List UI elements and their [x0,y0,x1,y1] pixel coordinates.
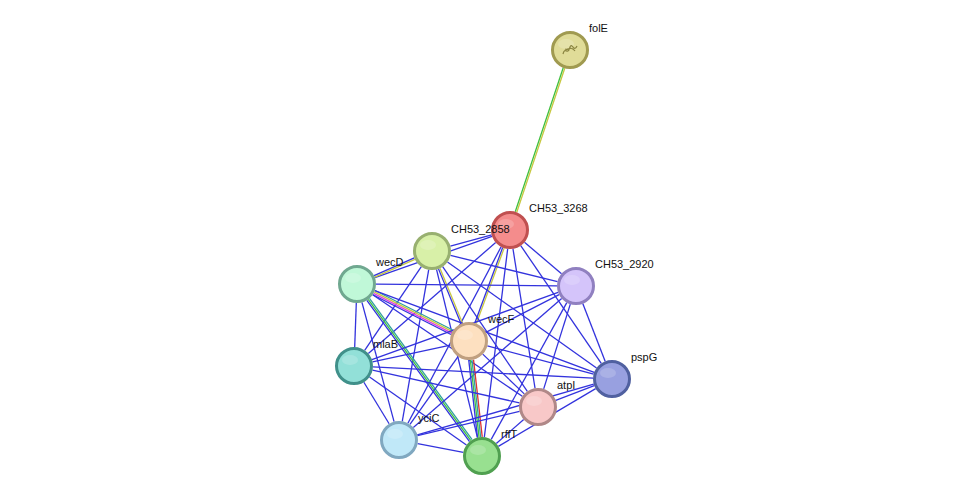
interaction-edge [355,303,357,347]
node-label: wecD [376,256,404,268]
node-label: rffT [501,428,517,440]
evidence-line [515,68,563,212]
node-highlight [338,350,370,382]
evidence-line [521,246,602,364]
interaction-edge [496,420,523,444]
evidence-line [450,255,557,281]
node-highlight [554,34,586,66]
evidence-line [373,370,520,403]
protein-node: rffT [463,437,501,475]
interaction-edge [367,298,472,441]
interaction-edge [373,370,520,403]
node-highlight [416,235,448,267]
node-highlight [522,391,554,423]
protein-node: wecF [450,322,488,360]
node-highlight [596,363,628,395]
evidence-line [376,284,557,286]
interaction-edge [417,384,593,435]
node-label: yciC [418,412,439,424]
evidence-line [408,247,501,423]
interaction-edge [373,290,453,334]
evidence-line [496,420,523,444]
protein-node: folE [551,31,589,69]
node-label: CH53_2858 [451,223,510,235]
evidence-line [524,242,561,273]
interaction-edge [373,367,593,378]
protein-node: yciC [380,421,418,459]
evidence-line [413,298,561,427]
protein-node: wecD [338,265,376,303]
protein-node: pspG [593,360,631,398]
node-label: pspG [631,351,657,363]
node-highlight [453,325,485,357]
evidence-line [486,295,559,333]
interaction-edge [413,298,561,427]
evidence-line [373,295,523,397]
interaction-edge [402,270,428,422]
node-highlight [560,270,592,302]
evidence-line [418,444,464,453]
interaction-edge [450,255,557,281]
interaction-edge [376,284,557,286]
evidence-line [498,389,595,447]
interaction-edge [515,68,565,212]
protein-node: mlaB [335,347,373,385]
evidence-line [517,68,565,212]
interaction-edge [583,304,605,362]
interaction-edge [447,262,596,368]
interaction-edge [410,357,458,425]
evidence-line [487,346,593,374]
node-highlight [341,268,373,300]
interaction-edge [408,247,501,423]
evidence-line [583,304,605,362]
protein-node: CH53_2920 [557,267,595,305]
protein-node: CH53_2858 [413,232,451,270]
interaction-edge [498,389,595,447]
node-label: folE [589,22,608,34]
evidence-line [447,262,596,368]
interaction-edge [373,295,523,397]
node-highlight [466,440,498,472]
interaction-edge [524,242,561,273]
interaction-edge [486,295,559,333]
protein-node: atpI [519,388,557,426]
evidence-line [373,367,593,378]
node-label: atpI [557,379,575,391]
interaction-edge [418,444,464,453]
node-label: wecF [488,313,514,325]
interaction-edge [487,346,593,374]
evidence-line [417,384,593,435]
interaction-edge [521,246,602,364]
evidence-line [355,303,357,347]
evidence-line [402,270,428,422]
evidence-line [368,299,471,440]
node-highlight [383,424,415,456]
node-label: mlaB [373,338,398,350]
evidence-line [410,357,458,425]
evidence-line [374,293,452,333]
node-label: CH53_2920 [595,258,654,270]
node-label: CH53_3268 [529,202,588,214]
